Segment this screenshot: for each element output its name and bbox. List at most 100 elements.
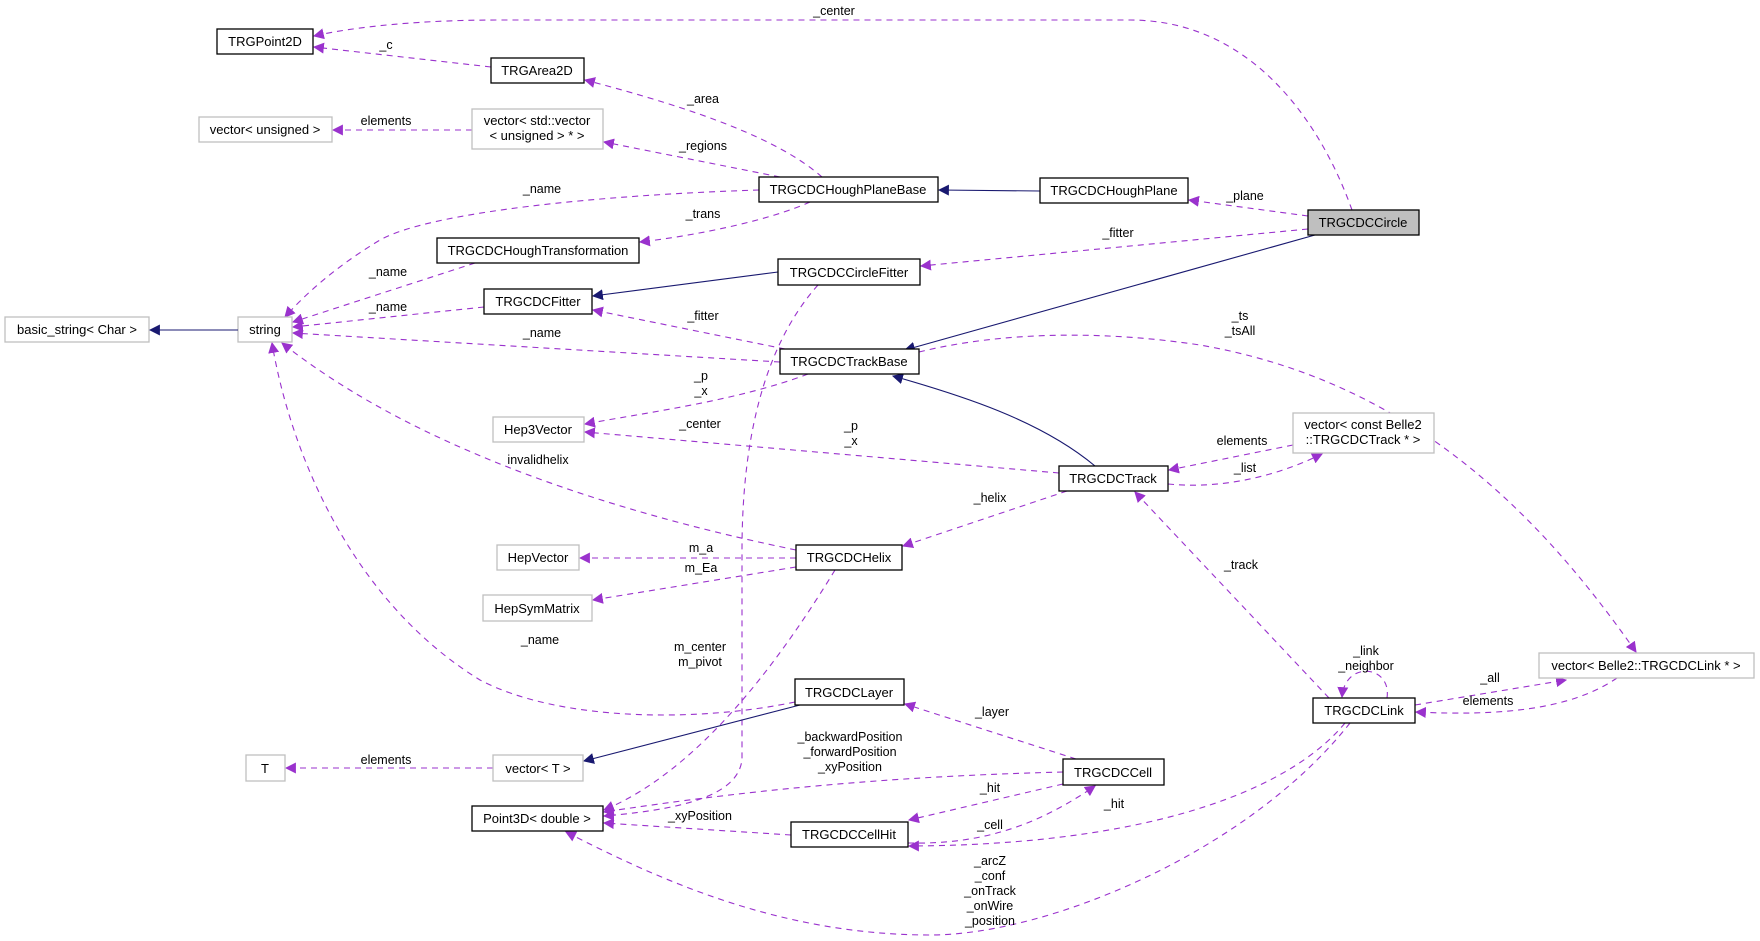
edge-hit-cell [907,783,1064,824]
node-trgpoint2d[interactable]: TRGPoint2D [216,28,314,55]
edge-name-trackbase [291,328,781,363]
edge-label: _fitter [1101,226,1133,240]
node-cellhit[interactable]: TRGCDCCellHit [790,821,909,848]
node-trgarea2d[interactable]: TRGArea2D [490,57,585,84]
edge-m-ea [591,566,797,604]
edge-label: _fitter [686,309,718,323]
edge-label: _name [368,300,407,314]
node-hepsymmatrix[interactable]: HepSymMatrix [482,594,593,622]
node-label: TRGCDCTrackBase [790,354,907,369]
edge-area [583,77,823,178]
edge-center [312,19,1353,211]
node-vector-vector-unsigned[interactable]: vector< std::vector< unsigned > * > [471,108,604,150]
edge-label: _all [1479,671,1499,685]
node-t[interactable]: T [245,754,286,782]
node-track-base[interactable]: TRGCDCTrackBase [779,348,920,375]
edge-label: m_Ea [685,561,718,575]
node-basic-string[interactable]: basic_string< Char > [4,316,150,343]
node-track[interactable]: TRGCDCTrack [1058,465,1169,492]
node-label: vector< unsigned > [210,122,321,137]
edge-label: _arcZ_conf_onTrack_onWire_position [963,854,1016,928]
edge-link-fields [565,722,1351,936]
node-hough-transformation[interactable]: TRGCDCHoughTransformation [436,237,640,264]
node-circle[interactable]: TRGCDCCircle [1307,209,1420,236]
node-cell[interactable]: TRGCDCCell [1062,758,1165,786]
node-helix[interactable]: TRGCDCHelix [795,544,903,571]
node-label: T [261,761,269,776]
node-link[interactable]: TRGCDCLink [1312,697,1416,724]
edge-label: _p_x [843,419,858,448]
edge-track [1134,491,1330,699]
node-vector-t[interactable]: vector< T > [492,754,584,782]
edge-label: _center [812,4,855,18]
edge-elements-track [1167,444,1294,474]
edge-name-transform [291,262,476,325]
edge-fitter-circle [919,228,1309,271]
node-hough-plane-base[interactable]: TRGCDCHoughPlaneBase [758,176,939,203]
edge-label: _backwardPosition_forwardPosition_xyPosi… [797,730,903,774]
edge-label: elements [1463,694,1514,708]
edge-inherit-track [891,373,1096,467]
edge-label: _plane [1225,189,1264,203]
edge-label: _cell [976,818,1003,832]
node-vector-track[interactable]: vector< const Belle2::TRGCDCTrack * > [1292,412,1435,454]
edge-label: elements [361,114,412,128]
edge-label: _name [520,633,559,647]
edge-label: _name [368,265,407,279]
edge-labels: _center _c _area elements _regions _name… [361,4,1514,928]
edge-plane [1187,195,1309,217]
edge-label: _center [678,417,721,431]
edge-label: elements [361,753,412,767]
edge-label: _helix [973,491,1007,505]
node-label: vector< std::vector< unsigned > * > [484,113,591,143]
edge-invalidhelix [281,342,797,551]
nodes: TRGPoint2D TRGArea2D vector< unsigned > … [4,28,1755,848]
edge-label: _list [1233,461,1257,475]
node-vector-link[interactable]: vector< Belle2::TRGCDCLink * > [1538,652,1755,679]
edge-inherit-circle [903,234,1316,353]
edge-label: _ts_tsAll [1224,309,1256,338]
node-label: TRGCDCLink [1324,703,1404,718]
edge-list [1167,453,1323,486]
node-label: TRGCDCCircle [1319,215,1408,230]
edge-label: elements [1217,434,1268,448]
node-layer[interactable]: TRGCDCLayer [794,678,905,706]
edge-center-mid [602,284,819,821]
edge-label: _c [378,38,392,52]
node-label: TRGCDCHelix [807,550,892,565]
node-fitter[interactable]: TRGCDCFitter [483,288,593,315]
edge-cell [907,785,1096,844]
node-label: TRGCDCCircleFitter [790,265,909,280]
edge-trans [638,201,811,247]
node-label: TRGCDCCellHit [802,827,896,842]
node-label: TRGCDCCell [1074,765,1152,780]
node-vector-unsigned[interactable]: vector< unsigned > [198,116,333,143]
node-hep3vector[interactable]: Hep3Vector [492,416,585,443]
node-label: TRGCDCHoughPlane [1050,183,1177,198]
node-label: HepSymMatrix [494,601,580,616]
edge-inherit-layer [582,704,801,764]
node-circle-fitter[interactable]: TRGCDCCircleFitter [777,258,921,286]
edge-label: _area [686,92,719,106]
edge-label: _xyPosition [667,809,732,823]
edge-helix [901,490,1068,549]
edge-inherit-plane [937,184,1041,196]
node-hough-plane[interactable]: TRGCDCHoughPlane [1039,177,1189,204]
node-label: Point3D< double > [483,811,591,826]
node-label: basic_string< Char > [17,322,137,337]
edge-name-layer [268,341,796,716]
edge-label: _hit [1103,797,1125,811]
edge-label: _link_neighbor [1337,644,1394,673]
edge-label: _layer [974,705,1009,719]
edges [268,19,1637,936]
edge-link-neighbor [1337,670,1388,699]
node-label: string [249,322,281,337]
node-string[interactable]: string [237,316,293,343]
node-hepvector[interactable]: HepVector [496,544,580,571]
edge-px-track [583,427,1060,474]
node-point3d[interactable]: Point3D< double > [471,805,604,832]
edge-label: m_a [689,541,713,555]
edge-label: _regions [678,139,727,153]
node-label: TRGArea2D [501,63,573,78]
edge-all [1414,676,1568,706]
